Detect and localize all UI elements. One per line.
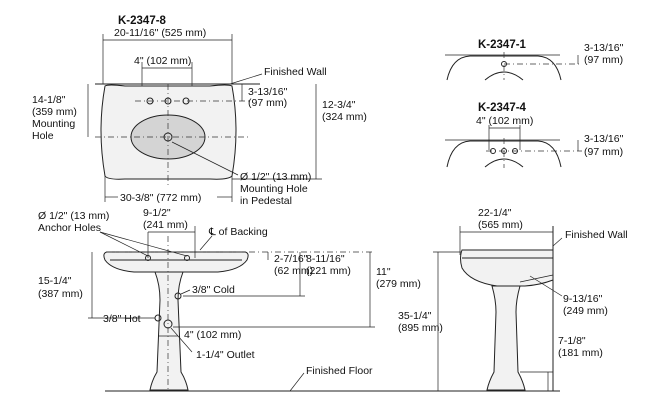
top-view-title: K-2347-8	[118, 15, 167, 27]
projection-inch: 22-1/4"	[478, 207, 512, 219]
variant-1-title: K-2347-1	[478, 39, 527, 51]
outlet	[163, 319, 173, 329]
height11-inch: 11"	[376, 266, 391, 278]
mounting-label: Mounting	[32, 118, 75, 130]
drop2-mm: (221 mm)	[306, 265, 351, 277]
anchor-holes-label: Anchor Holes	[38, 222, 101, 234]
width-dim-label: 20-11/16" (525 mm)	[114, 27, 206, 39]
height15-mm: (387 mm)	[38, 288, 83, 300]
depth-inch: 12-3/4"	[322, 99, 356, 111]
faucet-spacing-label: 4" (102 mm)	[134, 55, 191, 67]
anchor-holes-dia: Ø 1/2" (13 mm)	[38, 210, 109, 222]
top-view: K-2347-8 20-11/16" (525 mm) 4" (102 mm) …	[32, 15, 367, 207]
pedestal-hole-dia: Ø 1/2" (13 mm)	[240, 171, 311, 183]
finished-wall-leader-side	[552, 237, 563, 247]
hole-offset-mm: (97 mm)	[248, 97, 287, 109]
supply-spacing-label: 4" (102 mm)	[184, 329, 241, 341]
side-pedestal	[486, 285, 526, 391]
anchor-hole-right	[184, 255, 190, 261]
variant-4-dim-inch: 3-13/16"	[584, 133, 624, 145]
height11-mm: (279 mm)	[376, 278, 421, 290]
front-basin	[103, 251, 249, 273]
variant-1-dim-mm: (97 mm)	[584, 54, 623, 66]
base-height-mm: (181 mm)	[558, 347, 603, 359]
side-view: 22-1/4" (565 mm) Finished Wall 9-13/16" …	[459, 207, 628, 391]
finished-wall-label-side: Finished Wall	[565, 229, 628, 241]
outlet-leader	[170, 327, 193, 353]
side-trap	[519, 274, 554, 283]
finished-wall-label-top: Finished Wall	[264, 66, 327, 78]
projection-mm: (565 mm)	[478, 219, 523, 231]
drop1-inch: 2-7/16"	[274, 253, 308, 265]
variant-4-title: K-2347-4	[478, 102, 527, 114]
cold-label: 3/8" Cold	[192, 284, 235, 296]
variant-4-view: K-2347-4 4" (102 mm) 3-13/16" (97 mm)	[445, 102, 624, 168]
hot-label: 3/8" Hot	[103, 313, 141, 325]
variant-1-dim-inch: 3-13/16"	[584, 42, 624, 54]
pedestal-hole-location: in Pedestal	[240, 195, 292, 207]
trap-leader	[529, 275, 563, 297]
trap-offset-mm: (249 mm)	[563, 305, 608, 317]
pedestal-hole-label: Mounting Hole	[240, 183, 308, 195]
anchor-spacing-mm: (241 mm)	[143, 219, 188, 231]
finished-wall-leader-top	[229, 73, 263, 85]
overall-height-mm: (895 mm)	[398, 322, 443, 334]
anchor-leader-left	[99, 231, 149, 257]
overall-width-label: 30-3/8" (772 mm)	[120, 192, 201, 204]
drop1-mm: (62 mm)	[274, 265, 313, 277]
finished-floor-leader	[289, 372, 305, 392]
cold-leader	[180, 289, 191, 295]
front-pedestal	[149, 271, 189, 391]
depth-mm: (324 mm)	[322, 111, 367, 123]
variant-1-view: K-2347-1 3-13/16" (97 mm)	[445, 39, 624, 81]
variant-4-dim-mm: (97 mm)	[584, 146, 623, 158]
variant-1-bowl-arc	[484, 71, 524, 81]
cold-supply	[174, 292, 182, 300]
anchor-spacing-inch: 9-1/2"	[143, 207, 171, 219]
side-basin	[460, 249, 554, 287]
variant-4-spacing: 4" (102 mm)	[476, 115, 533, 127]
hole-offset-inch: 3-13/16"	[248, 86, 288, 98]
front-view: Ø 1/2" (13 mm) Anchor Holes 9-1/2" (241 …	[38, 207, 560, 392]
backing-leader	[199, 235, 213, 251]
height15-inch: 15-1/4"	[38, 275, 72, 287]
base-height-inch: 7-1/8"	[558, 335, 586, 347]
mounting-inch: 14-1/8"	[32, 94, 66, 106]
mounting-label-hole: Hole	[32, 130, 54, 142]
mounting-mm: (359 mm)	[32, 106, 77, 118]
finished-floor-label: Finished Floor	[306, 365, 373, 377]
pedestal-hole-leader	[171, 141, 239, 176]
backing-centerline-label: ℄ of Backing	[208, 226, 268, 238]
drop2-inch: 8-11/16"	[306, 253, 345, 265]
outlet-label: 1-1/4" Outlet	[196, 349, 255, 361]
overall-height-inch: 35-1/4"	[398, 310, 432, 322]
variant-4-bowl-arc	[484, 158, 524, 168]
trap-offset-inch: 9-13/16"	[563, 293, 603, 305]
